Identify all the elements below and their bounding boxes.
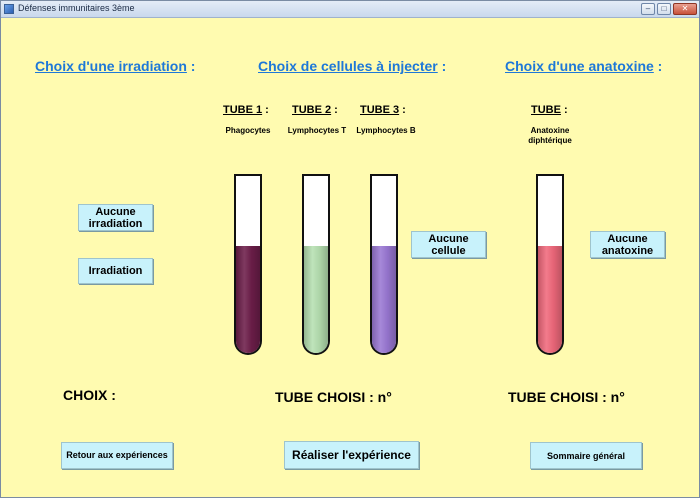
tube-1-rim: [236, 174, 260, 176]
heading-cells: Choix de cellules à injecter :: [258, 58, 446, 74]
anatoxine-tube[interactable]: [536, 174, 564, 355]
app-icon: [4, 4, 14, 14]
tube-2-rim: [304, 174, 328, 176]
close-button[interactable]: ✕: [673, 3, 697, 15]
heading-irradiation: Choix d'une irradiation :: [35, 58, 195, 74]
anatoxine-tube-label: TUBE :: [531, 104, 568, 116]
anatoxine-tube-liquid: [538, 246, 562, 353]
tube-2-label: TUBE 2 :: [292, 104, 338, 116]
tube-3[interactable]: [370, 174, 398, 355]
tube-2-content: Lymphocytes T: [287, 126, 347, 135]
anatoxine-tube-content-line1: Anatoxine: [530, 126, 570, 135]
anatoxine-tube-rim: [538, 174, 562, 176]
aucune-cellule-button[interactable]: Aucune cellule: [411, 231, 486, 258]
sommaire-general-button[interactable]: Sommaire général: [530, 442, 642, 469]
title-bar[interactable]: Défenses immunitaires 3ème – □ ✕: [1, 1, 699, 18]
choix-label: CHOIX :: [63, 387, 116, 403]
irradiation-button[interactable]: Irradiation: [78, 258, 153, 284]
minimize-button[interactable]: –: [641, 3, 655, 15]
tube-1-label-suffix: :: [262, 104, 269, 116]
realiser-experience-button[interactable]: Réaliser l'expérience: [284, 441, 419, 469]
anatoxine-tube-label-suffix: :: [560, 104, 568, 116]
tube-2-label-text: TUBE 2: [292, 104, 332, 116]
heading-anatoxine-text: Choix d'une anatoxine: [505, 58, 654, 74]
heading-cells-suffix: :: [437, 58, 447, 74]
anatoxine-tube-content: Anatoxine diphtérique: [519, 126, 581, 146]
tube-1-liquid: [236, 246, 260, 353]
tube-choisi-cells: TUBE CHOISI : n°: [275, 389, 392, 405]
tube-1-content: Phagocytes: [225, 126, 271, 135]
maximize-button[interactable]: □: [657, 3, 671, 15]
heading-irradiation-suffix: :: [186, 58, 196, 74]
heading-irradiation-text: Choix d'une irradiation: [35, 58, 187, 74]
anatoxine-tube-content-line2: diphtérique: [528, 136, 572, 145]
heading-cells-text: Choix de cellules à injecter: [258, 58, 438, 74]
retour-experiences-button[interactable]: Retour aux expériences: [61, 442, 173, 469]
tube-3-rim: [372, 174, 396, 176]
heading-anatoxine: Choix d'une anatoxine :: [505, 58, 662, 74]
window-title: Défenses immunitaires 3ème: [18, 3, 135, 13]
tube-3-label-suffix: :: [399, 104, 406, 116]
tube-3-label-text: TUBE 3: [360, 104, 400, 116]
tube-1-label: TUBE 1 :: [223, 104, 269, 116]
tube-1-label-text: TUBE 1: [223, 104, 263, 116]
tube-choisi-anatoxine: TUBE CHOISI : n°: [508, 389, 625, 405]
anatoxine-tube-label-text: TUBE: [531, 104, 561, 116]
tube-1[interactable]: [234, 174, 262, 355]
tube-3-content: Lymphocytes B: [356, 126, 416, 135]
aucune-irradiation-button[interactable]: Aucune irradiation: [78, 204, 153, 231]
aucune-anatoxine-button[interactable]: Aucune anatoxine: [590, 231, 665, 258]
tube-2-label-suffix: :: [331, 104, 338, 116]
tube-3-label: TUBE 3 :: [360, 104, 406, 116]
tube-3-liquid: [372, 246, 396, 353]
tube-2[interactable]: [302, 174, 330, 355]
tube-2-liquid: [304, 246, 328, 353]
heading-anatoxine-suffix: :: [653, 58, 663, 74]
